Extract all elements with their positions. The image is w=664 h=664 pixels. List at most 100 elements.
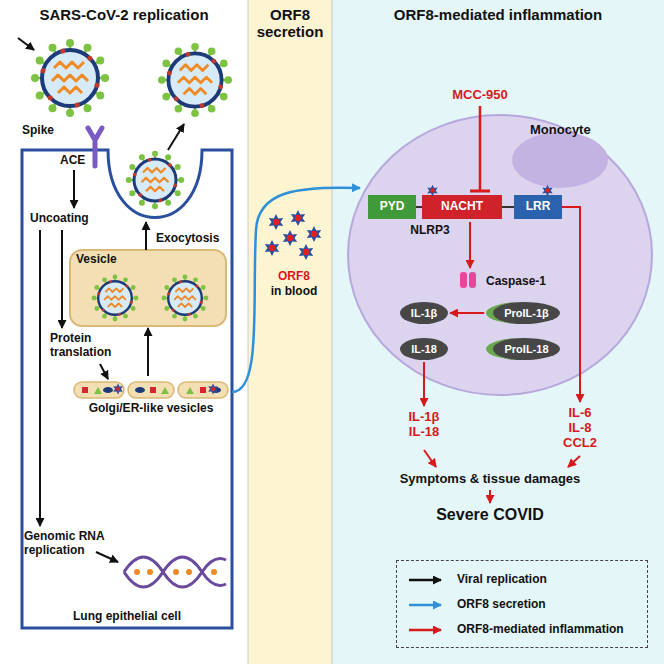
rna-helix <box>134 569 140 575</box>
replication-arrow <box>39 230 41 526</box>
secretion-arrow <box>232 188 360 392</box>
panel: SARS-CoV-2 replicationLung epithelial ce… <box>0 0 248 664</box>
inhibition-mark <box>470 190 490 193</box>
golgi-shape <box>208 384 218 395</box>
legend-swatch <box>407 624 449 636</box>
cytokine-label: IL-6 IL-8 CCL2 <box>560 406 600 451</box>
inflammation-arrow <box>424 207 580 503</box>
node-text: IL-1β <box>411 307 437 320</box>
rna-helix <box>186 569 192 575</box>
golgi-shape <box>103 387 113 393</box>
orf8-cluster <box>269 214 283 230</box>
legend-swatch <box>407 574 449 586</box>
precursor-ellipse: ProIL-18 <box>486 338 559 360</box>
part-label: ACE <box>60 154 85 168</box>
virion-symbol <box>162 275 209 322</box>
caspase-icon <box>460 272 467 288</box>
panel-grounds <box>332 0 333 664</box>
rna-helix <box>211 569 217 575</box>
replication-arrow <box>18 38 184 562</box>
legend-row: ORF8 secretion <box>407 592 637 617</box>
virion-symbol <box>92 275 139 322</box>
part-label: Spike <box>22 124 54 138</box>
virion-symbol <box>158 43 232 117</box>
legend-swatch <box>409 628 441 631</box>
part-label: Caspase-1 <box>486 275 546 289</box>
legend-box: Viral replicationORF8 secretionORF8-medi… <box>396 560 648 648</box>
replication-arrow <box>168 124 184 150</box>
step-label: Genomic RNA replication <box>24 530 112 558</box>
part-label: Caspase-1 <box>486 275 546 289</box>
golgi-shape <box>178 382 228 398</box>
orf8-cluster <box>283 230 297 246</box>
virion-symbol <box>92 275 209 322</box>
legend-swatch <box>409 578 441 581</box>
outcome-label: Symptoms & tissue damages <box>380 472 600 487</box>
panel: ORF8 secretion <box>248 0 332 664</box>
outcome-label: Symptoms & tissue damages <box>380 472 600 487</box>
cytokine-ellipse: IL-18 <box>400 338 448 360</box>
caspase-icon <box>469 272 476 288</box>
protein-label: ORF8 <box>264 270 324 284</box>
step-label: Exocytosis <box>156 232 219 246</box>
node-text: IL-18 <box>411 343 437 356</box>
golgi-shape <box>74 382 228 398</box>
part-label: Spike <box>22 124 54 138</box>
outcome-label: Severe COVID <box>390 506 590 524</box>
rna-helix <box>147 569 153 575</box>
node-text: ORF8 secretion <box>252 6 328 41</box>
step-label: Uncoating <box>30 212 89 226</box>
nucleus-shape <box>512 132 608 188</box>
node-text: ProIL-18 <box>504 343 548 356</box>
arrow-connector <box>450 312 484 314</box>
outcome-label: Severe COVID <box>390 506 590 524</box>
rna-helix <box>124 557 226 587</box>
panel-grounds <box>248 0 332 664</box>
orf8-binding <box>427 185 437 197</box>
legend-text: Viral replication <box>457 573 547 587</box>
node-text: PYD <box>380 200 405 214</box>
vesicle-shape <box>70 250 226 326</box>
golgi-shape <box>94 387 194 394</box>
virion-symbol <box>31 39 232 209</box>
golgi-shape <box>135 387 145 393</box>
inhibitor-label: MCC-950 <box>440 88 520 103</box>
inflammation-arrow <box>469 222 471 268</box>
node-text: Golgi/ER-like vesicles <box>89 402 214 416</box>
part-label: ACE <box>60 154 85 168</box>
legend-row: Viral replication <box>407 567 637 592</box>
precursor-ellipse: ProIL-1β <box>486 302 560 324</box>
ace-receptor <box>88 128 102 166</box>
orf8-binding <box>542 185 552 197</box>
legend-text: ORF8-mediated inflammation <box>457 623 624 637</box>
replication-arrow <box>145 222 147 250</box>
rna-helix <box>124 557 226 587</box>
part-label: NLRP3 <box>404 224 456 238</box>
rna-helix <box>134 569 217 575</box>
rna-helix <box>124 557 226 587</box>
node-text: Lung epithelial cell <box>73 610 181 624</box>
orf8-cluster <box>291 210 305 226</box>
legend-row: ORF8-mediated inflammation <box>407 617 637 642</box>
golgi-vesicles: Golgi/ER-like vesicles <box>70 378 232 420</box>
orf8-cluster <box>265 210 321 260</box>
step-label: Protein translation <box>50 332 122 360</box>
node-text: Monocyte <box>530 123 591 138</box>
step-label: Exocytosis <box>156 232 219 246</box>
note-label: in blood <box>264 285 324 299</box>
step-label: Genomic RNA replication <box>24 530 112 558</box>
replication-arrow <box>96 552 118 562</box>
panel-grounds <box>0 0 248 664</box>
inflammation-arrow <box>489 490 491 503</box>
virion-symbol <box>31 39 109 117</box>
cell-membrane <box>22 150 232 628</box>
replication-arrow <box>18 38 34 50</box>
panel-grounds <box>332 0 664 664</box>
note-label: in blood <box>264 285 324 299</box>
inhibition-mark <box>479 106 482 191</box>
inhibitor-label: MCC-950 <box>440 88 520 103</box>
node-text: NACHT <box>441 200 483 214</box>
node-text: ORF8-mediated inflammation <box>394 6 602 23</box>
